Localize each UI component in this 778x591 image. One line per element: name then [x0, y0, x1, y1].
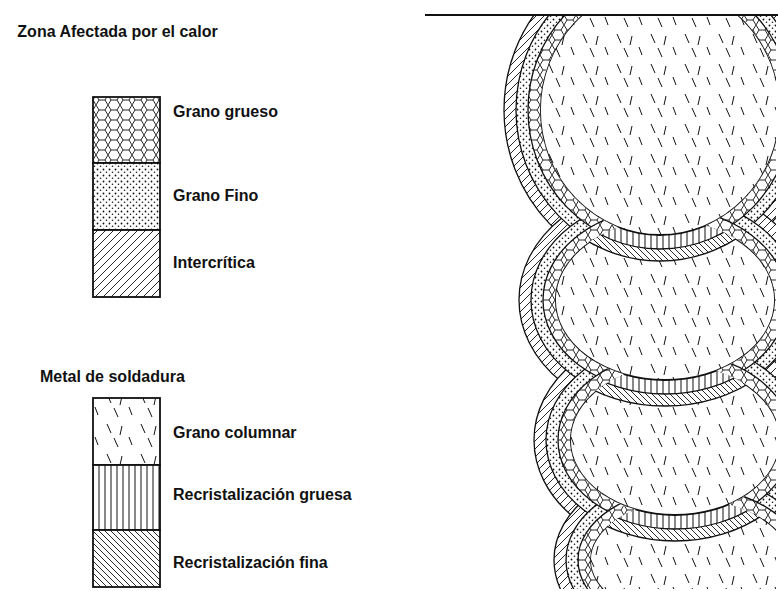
section-heading: Metal de soldadura	[40, 367, 260, 386]
fine-recrystallization	[514, 15, 776, 261]
section-heading: Zona Afectada por el calor	[15, 22, 220, 41]
legend-swatch	[93, 97, 160, 163]
legend-swatches	[93, 97, 160, 587]
legend-swatch	[93, 530, 160, 587]
legend-swatch	[93, 163, 160, 230]
columnar-bead	[540, 15, 776, 235]
legend-swatch	[93, 465, 160, 530]
legend-swatch	[93, 398, 160, 465]
haz-coarse-grain	[528, 15, 776, 247]
legend-swatch	[93, 230, 160, 297]
plate-surface	[425, 14, 778, 16]
legend-text: Intercrítica	[173, 253, 255, 272]
legend-text: Recristalización fina	[173, 553, 328, 572]
weld-section	[504, 15, 776, 589]
weld-beads	[514, 15, 776, 589]
legend-text: Grano columnar	[173, 423, 297, 442]
legend-text: Grano grueso	[173, 102, 278, 121]
coarse-recrystallization	[526, 15, 776, 249]
legend-text: Recristalización gruesa	[173, 485, 352, 504]
legend-text: Grano Fino	[173, 186, 258, 205]
